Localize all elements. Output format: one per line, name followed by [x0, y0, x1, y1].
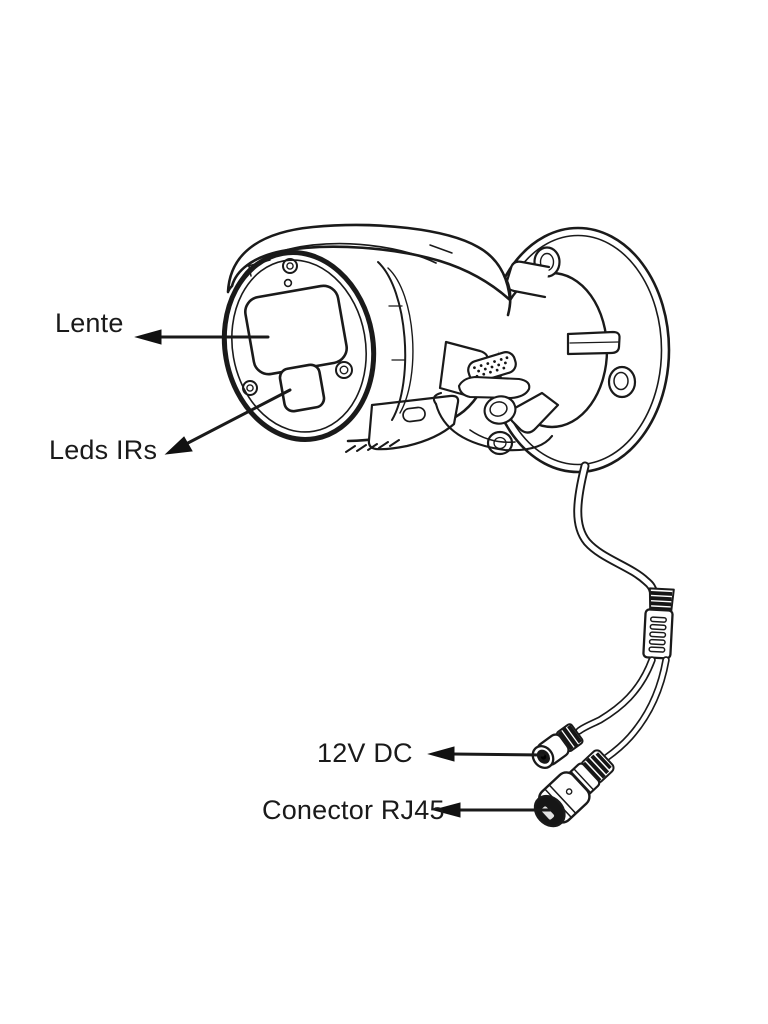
callout-arrows	[134, 329, 552, 818]
ethernet-cable	[602, 656, 670, 762]
cable-splitter	[642, 587, 675, 660]
power-cable	[575, 656, 656, 735]
ir-led-window	[278, 363, 326, 413]
splitter-vents	[648, 616, 667, 653]
ball-joint	[432, 340, 554, 452]
front-screws	[242, 258, 353, 396]
body-bottom-bracket	[345, 394, 460, 453]
front-face	[221, 250, 414, 442]
label-conector-rj45: Conector RJ45	[262, 795, 445, 825]
mount-base	[484, 226, 671, 474]
sun-shield	[226, 223, 512, 302]
callout-arrow-leds-irs	[164, 388, 292, 455]
label-lente: Lente	[55, 308, 124, 338]
callout-arrow-12v-dc	[427, 746, 545, 762]
rj45-plug	[533, 749, 615, 828]
mount-right-screw	[607, 365, 637, 399]
lens-window	[244, 284, 348, 376]
mount-right-bracket-arm	[566, 330, 621, 356]
label-leds-irs: Leds IRs	[49, 435, 158, 465]
callout-arrow-lente	[134, 329, 270, 345]
callout-arrow-rj45	[432, 802, 552, 818]
main-cable	[573, 461, 658, 597]
label-12v-dc: 12V DC	[317, 738, 413, 768]
dc-power-plug	[531, 723, 584, 770]
